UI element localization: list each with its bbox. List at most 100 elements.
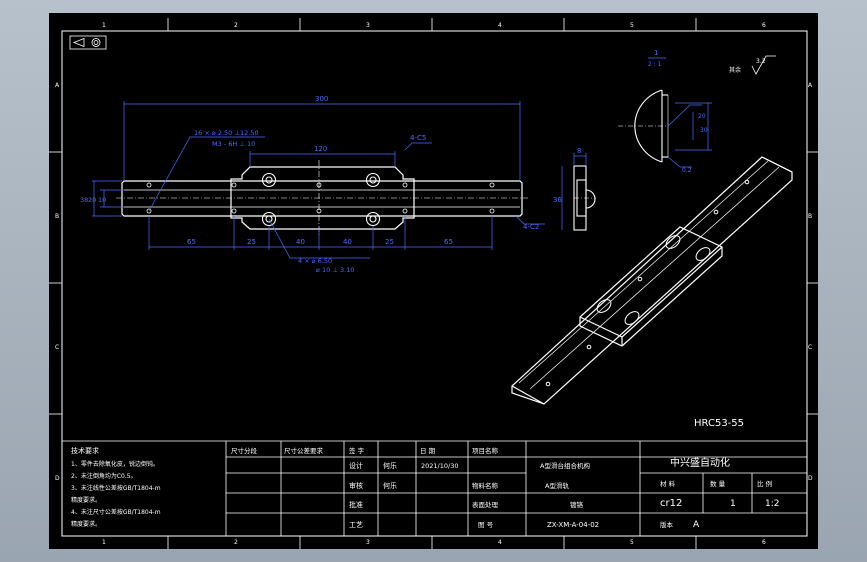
dim-height-b: 10 (98, 196, 106, 204)
dim-left-end: 65 (187, 238, 196, 246)
carriage-bolt-holes (261, 172, 381, 227)
surface-finish-symbol-icon (751, 55, 776, 75)
zone-row-a: A (55, 82, 60, 89)
note-1: 1、零件去除氧化皮，锐边倒钝。 (71, 460, 159, 468)
checker-label: 审核 (349, 481, 363, 490)
zone-col-1: 1 (102, 22, 106, 29)
project-label: 项目名称 (472, 446, 499, 455)
rail-isometric-view (511, 156, 793, 405)
detail-dim-3: 0.2 (682, 167, 692, 174)
surface-value: 镀铬 (570, 500, 584, 509)
note-2: 2、未注倒角均为C0.5。 (71, 472, 137, 480)
approve-label: 批准 (349, 500, 363, 509)
drawing-sheet (49, 13, 818, 549)
zone-row-c: C (55, 344, 59, 351)
header-date: 日 期 (420, 447, 436, 455)
side-view-dimension-labels: 8 36 (553, 147, 581, 204)
project-name: A型滑台组合机构 (540, 461, 590, 470)
zone-row-c-right: C (808, 344, 812, 351)
zone-labels: 1 2 3 4 5 6 1 2 3 4 5 6 A B C D A B C D (55, 22, 813, 546)
zone-row-d-right: D (808, 475, 813, 482)
zone-row-a-right: A (808, 82, 813, 89)
zone-col-3-bottom: 3 (366, 539, 370, 546)
material-label: 材 料 (660, 479, 676, 488)
dim-height-a: 20 (88, 196, 96, 204)
note-4: 精度要求。 (71, 496, 101, 504)
zone-row-b-right: B (808, 213, 812, 220)
designer-label: 设计 (349, 461, 363, 470)
dim-hole-spec-4: ⌀ 10 ⊥ 3.10 (316, 266, 355, 274)
dim-hole-spec-1: 16 × ⌀ 2.50 ⊥12.50 (194, 129, 259, 137)
note-6: 精度要求。 (71, 520, 101, 528)
qty-value: 1 (730, 499, 736, 509)
designer-name: 何乐 (383, 461, 397, 470)
dim-seg-4: 25 (385, 238, 394, 246)
zone-col-6-bottom: 6 (762, 539, 766, 546)
zone-row-b: B (55, 213, 59, 220)
dim-right-end: 65 (444, 238, 453, 246)
zone-col-3: 3 (366, 22, 370, 29)
dim-height-total: 38 (80, 196, 88, 204)
zone-row-d: D (55, 475, 60, 482)
hardness-label: HRC53-55 (694, 418, 744, 429)
header-tolerance: 尺寸公差要求 (284, 446, 324, 455)
process-label: 工艺 (349, 521, 363, 529)
front-view-dimensions (92, 101, 545, 259)
notes-title: 技术要求 (71, 446, 99, 455)
surface-finish-labels: 3.2 其余 (729, 58, 766, 74)
dim-chamfer: 4-C5 (410, 134, 426, 142)
zone-col-4: 4 (498, 22, 502, 29)
part-name: A型滑轨 (545, 481, 569, 490)
dim-hole-spec-2: M3 - 6H ⊥ 10 (212, 140, 255, 148)
qty-label: 数 量 (710, 479, 726, 488)
design-date: 2021/10/30 (421, 462, 458, 470)
roughness-note: 其余 (729, 66, 741, 74)
rail-holes (146, 182, 495, 214)
zone-col-5: 5 (630, 22, 634, 29)
sheet-border (61, 30, 808, 537)
part-label: 物料名称 (472, 481, 499, 490)
side-width-label: 8 (577, 147, 581, 155)
front-view-dimension-labels: 300 16 × ⌀ 2.50 ⊥12.50 M3 - 6H ⊥ 10 120 … (80, 95, 539, 274)
company-name: 中兴盛自动化 (670, 456, 730, 469)
zone-ticks (49, 18, 818, 549)
side-view-dimensions (561, 153, 587, 230)
roughness-value: 3.2 (756, 58, 766, 65)
header-size-range: 尺寸分段 (231, 446, 258, 455)
dim-hole-spec-3: 4 × ⌀ 6.50 (298, 257, 332, 265)
detail-view (618, 89, 669, 163)
drawing-label: 图 号 (478, 521, 494, 529)
detail-dim-1: 20 (698, 113, 706, 120)
detail-label: 1 (654, 49, 658, 57)
zone-col-1-bottom: 1 (102, 539, 106, 546)
projection-symbol-icon (69, 35, 107, 50)
dim-seg-1: 25 (247, 238, 256, 246)
rail-side-view (573, 165, 596, 231)
detail-view-dimensions (648, 57, 712, 168)
title-block-text: 技术要求 1、零件去除氧化皮，锐边倒钝。 2、未注倒角均为C0.5。 3、未注线… (71, 446, 779, 530)
version-label: 版本 (660, 520, 674, 529)
side-height-label: 36 (553, 196, 562, 204)
checker-name: 何乐 (383, 481, 397, 490)
dim-seg-2: 40 (296, 238, 305, 246)
dim-length: 300 (315, 95, 328, 103)
version-value: A (693, 520, 700, 530)
drawing-number: ZX-XM-A-04-02 (547, 521, 599, 529)
header-sign: 签 字 (349, 446, 365, 455)
center-lines (116, 160, 528, 235)
isometric-holes (545, 179, 750, 387)
scale-label: 比 例 (757, 479, 772, 488)
zone-col-4-bottom: 4 (498, 539, 502, 546)
scale-value: 1:2 (765, 499, 779, 509)
zone-col-2: 2 (234, 22, 238, 29)
zone-col-6: 6 (762, 22, 766, 29)
detail-scale: 2 : 1 (648, 61, 662, 68)
detail-dim-2: 30 (700, 127, 708, 134)
detail-view-labels: 1 2 : 1 20 30 0.2 (648, 49, 708, 174)
title-block-grid (62, 440, 807, 536)
dim-carriage: 120 (314, 145, 327, 153)
note-5: 4、未注尺寸公差按GB/T1804-m (71, 508, 161, 516)
rail-front-view (121, 180, 523, 217)
dim-chamfer-2: 4-C2 (523, 223, 539, 231)
